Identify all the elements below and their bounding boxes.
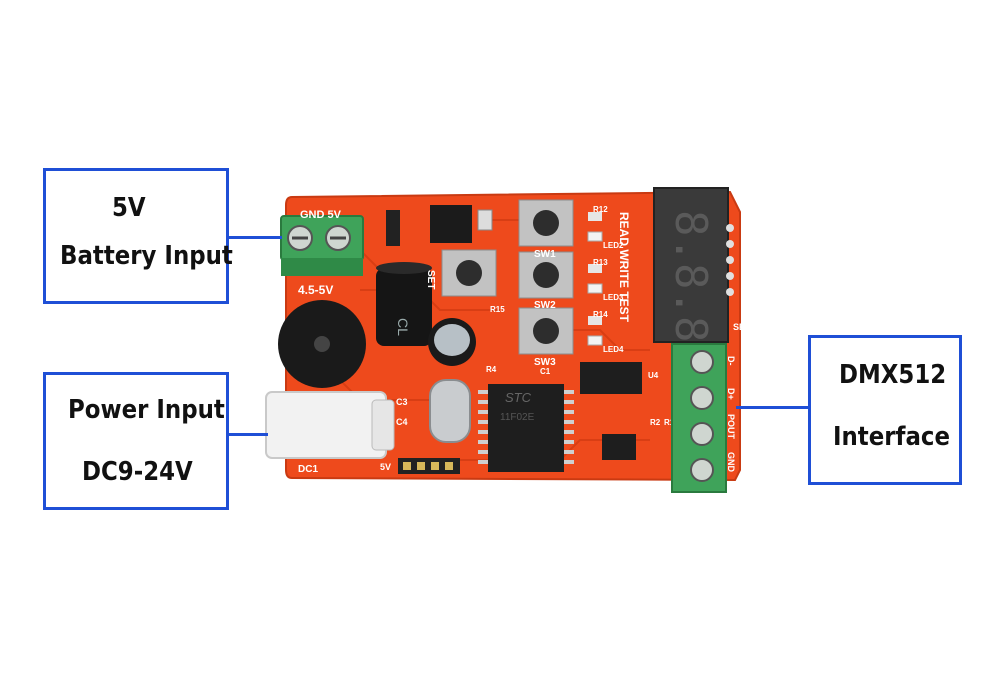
label-led4: LED4 xyxy=(603,345,624,354)
seven-segment-display: 8.8.8. SEG1 xyxy=(653,187,757,369)
terminal-top-label: GND 5V xyxy=(300,209,342,221)
battery-callout-line1: 5V xyxy=(112,193,146,223)
callout-battery-input: 5V Battery Input xyxy=(43,168,233,304)
label-sw1: SW1 xyxy=(534,249,556,260)
terminal-label-dplus: D+ xyxy=(726,388,736,400)
battery-terminal-block xyxy=(280,215,364,276)
electrolytic-capacitor: CL xyxy=(376,262,432,346)
transceiver-chip xyxy=(580,362,642,460)
label-r15: R15 xyxy=(490,305,505,314)
chip-brand: STC xyxy=(505,390,532,405)
display-label: SEG1 xyxy=(733,322,757,332)
microcontroller-chip: STC 11F02E xyxy=(478,384,574,472)
dmx-terminal-block xyxy=(671,343,727,493)
callout-dmx512-interface: DMX512 Interface xyxy=(808,335,962,485)
display-digits: 8.8.8. xyxy=(665,210,716,369)
label-r12: R12 xyxy=(593,205,608,214)
dmx-callout-line2: Interface xyxy=(833,422,951,452)
terminal-label-pout: POUT xyxy=(726,414,736,440)
leader-dmx xyxy=(736,406,810,409)
label-c4: C4 xyxy=(396,417,408,427)
label-c3: C3 xyxy=(396,397,408,407)
voltage-regulator xyxy=(430,205,472,243)
label-led2: LED2 xyxy=(603,241,624,250)
crystal xyxy=(429,379,471,443)
small-capacitor xyxy=(428,318,476,366)
dc-power-jack xyxy=(265,391,395,459)
dc-label: DC1 xyxy=(298,464,318,475)
capacitor-print: CL xyxy=(395,318,411,336)
mode-vertical-text: READ WRITE TEST xyxy=(617,212,631,323)
leader-power xyxy=(228,433,268,436)
buzzer xyxy=(278,300,366,388)
button-sw2 xyxy=(518,251,574,299)
label-r14: R14 xyxy=(593,310,608,319)
label-r2: R2 xyxy=(650,418,661,427)
dmx-callout-line1: DMX512 xyxy=(839,360,947,390)
leader-battery xyxy=(228,236,282,239)
label-u4: U4 xyxy=(648,371,659,380)
label-sw3: SW3 xyxy=(534,357,556,368)
label-c1: C1 xyxy=(540,367,551,376)
header-label: 5V xyxy=(380,462,391,472)
chip-part: 11F02E xyxy=(500,412,535,423)
power-callout-line1: Power Input xyxy=(68,395,225,425)
regulator-tab xyxy=(477,209,493,231)
label-set: SET xyxy=(425,270,436,289)
callout-power-input: Power Input DC9-24V xyxy=(43,372,229,510)
display-pins xyxy=(726,224,734,296)
battery-callout-line2: Battery Input xyxy=(60,241,233,271)
label-r4: R4 xyxy=(486,365,497,374)
terminal-label-gnd: GND xyxy=(726,452,736,473)
button-sw1 xyxy=(518,199,574,247)
button-sw3 xyxy=(518,307,574,355)
label-led3: LED3 xyxy=(603,293,624,302)
label-r1: R1 xyxy=(664,418,675,427)
battery-range-label: 4.5-5V xyxy=(298,283,333,297)
button-set xyxy=(441,249,497,297)
power-callout-line2: DC9-24V xyxy=(82,457,193,487)
led-column xyxy=(587,212,603,346)
label-r13: R13 xyxy=(593,258,608,267)
diode xyxy=(386,210,400,246)
label-sw2: SW2 xyxy=(534,300,556,311)
pin-header xyxy=(398,458,460,474)
terminal-label-dminus: D- xyxy=(726,356,736,366)
